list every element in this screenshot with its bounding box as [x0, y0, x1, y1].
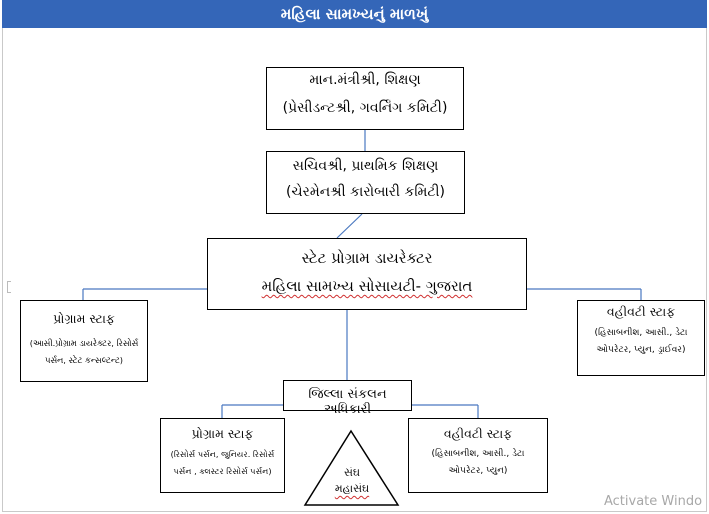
state-admin-staff-title: વહીવટી સ્ટાફ [606, 304, 676, 319]
director-organization: મહિલા સામખ્ય સોસાયટી- ગુજરાત [208, 277, 526, 295]
district-admin-staff-detail-2: ઓપરેટર, પ્યુન) [448, 466, 508, 476]
minister-box: માન.મંત્રીશ્રી, શિક્ષણ (પ્રેસીડન્ટશ્રી, … [266, 67, 464, 130]
district-program-staff-title: પ્રોગ્રામ સ્ટાફ [191, 426, 254, 441]
state-program-staff-detail-2: પર્સન, સ્ટેટ કન્સલ્ટન્ટ) [44, 355, 124, 365]
state-program-staff-box: પ્રોગ્રામ સ્ટાફ (આસી.પ્રોગ્રામ ડાયરેક્ટર… [20, 300, 148, 382]
mahasangh-text-wrap: મહાસંઘ [312, 481, 392, 497]
state-admin-staff-detail-1: (હિસાબનીશ, આસી., ડેટા [594, 328, 688, 338]
mahasangh-text: મહાસંઘ [334, 482, 370, 495]
connector-secretary-director [336, 213, 363, 239]
sangh-text: સંઘ [343, 466, 361, 479]
slide-edge-marker [7, 281, 11, 293]
state-admin-staff-box: વહીવટી સ્ટાફ (હિસાબનીશ, આસી., ડેટા ઓપરેટ… [577, 300, 705, 376]
state-program-staff-title: પ્રોગ્રામ સ્ટાફ [53, 311, 115, 326]
slide-title: મહિલા સામખ્યનું માળખું [280, 5, 429, 23]
state-program-staff-detail-1: (આસી.પ્રોગ્રામ ડાયરેક્ટર, રિસોર્સ [29, 338, 139, 348]
secretary-box: સચિવશ્રી, પ્રાથમિક શિક્ષણ (ચેરમેનશ્રી કા… [266, 151, 465, 214]
district-program-staff-box: પ્રોગ્રામ સ્ટાફ (રિસોર્સ પર્સન, જુનિયર. … [160, 418, 285, 493]
district-program-staff-detail-1: (રિસોર્સ પર્સન, જુનિયર. રિસોર્સ [170, 449, 275, 459]
activate-windows-watermark: Activate Windo [604, 494, 703, 509]
district-admin-staff-box: વહીવટી સ્ટાફ (હિસાબનીશ, આસી., ડેટા ઓપરેટ… [408, 418, 548, 493]
district-program-staff-detail-2: પર્સન , ક્લસ્ટર રિસોર્સ પર્સન) [173, 466, 272, 476]
header-bar: મહિલા સામખ્યનું માળખું [2, 0, 707, 28]
state-director-box: સ્ટેટ પ્રોગ્રામ ડાયરેક્ટર મહિલા સામખ્ય સ… [207, 238, 527, 310]
district-admin-staff-title: વહીવટી સ્ટાફ [443, 426, 513, 441]
state-admin-staff-detail-2: ઓપરેટર, પ્યુન, ડ્રાઈવર) [596, 345, 686, 355]
district-admin-staff-detail-1: (હિસાબનીશ, આસી., ડેટા [431, 449, 525, 459]
secretary-title: સચિવશ્રી, પ્રાથમિક શિક્ષણ [292, 158, 439, 174]
sangh-label: સંઘ મહાસંઘ [312, 465, 392, 497]
district-officer-box: જિલ્લા સંકલન અધિકારી [283, 380, 412, 417]
director-title: સ્ટેટ પ્રોગ્રામ ડાયરેક્ટર [301, 249, 433, 267]
minister-title: માન.મંત્રીશ્રી, શિક્ષણ [309, 72, 421, 88]
minister-role: (પ્રેસીડન્ટશ્રી, ગવર્નિંગ કમિટી) [282, 100, 448, 116]
director-organization-text: મહિલા સામખ્ય સોસાયટી- ગુજરાત [261, 277, 473, 295]
secretary-role: (ચેરમેનશ્રી કારોબારી કમિટી) [285, 184, 446, 200]
sangh-triangle [303, 429, 400, 506]
district-officer-title: જિલ્લા સંકલન અધિકારી [308, 387, 387, 417]
